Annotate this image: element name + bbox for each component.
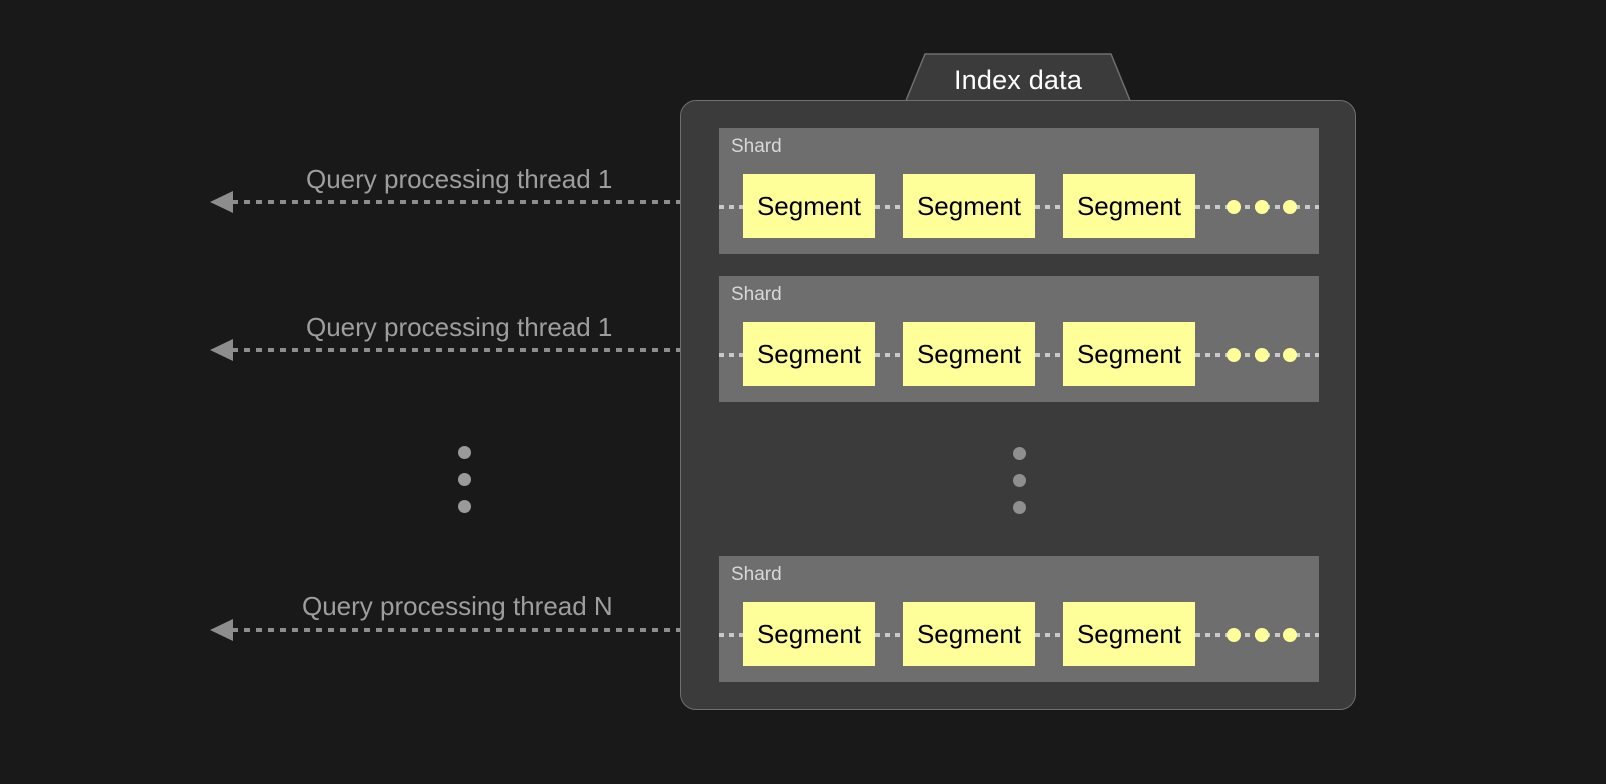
left-vertical-ellipsis [458,446,471,527]
segment-connector-dots [875,633,903,637]
shard-label-3: Shard [731,564,782,585]
thread-arrow-icon-1 [210,191,233,213]
thread-label-3: Query processing thread N [302,591,613,621]
segments-row-2: Segment Segment Segment [719,322,1319,390]
shard-box-1: Shard Segment Segment Segment [719,128,1319,254]
thread-label-1: Query processing thread 1 [306,164,613,194]
more-segments-dot [1255,348,1269,362]
more-segments-dot [1283,200,1297,214]
thread-arrow-icon-3 [210,619,233,641]
segment-box: Segment [903,602,1035,666]
segment-box: Segment [1063,602,1195,666]
thread-dotted-line-2 [232,348,732,352]
segment-connector-dots [875,205,903,209]
more-segments-dot [1283,348,1297,362]
segment-connector-dots [1035,353,1063,357]
segment-box: Segment [743,174,875,238]
more-segments-dot [1255,200,1269,214]
ellipsis-dot [1013,501,1026,514]
more-segments-dot [1283,628,1297,642]
ellipsis-dot [1013,447,1026,460]
more-segments-dot [1227,348,1241,362]
ellipsis-dot [1013,474,1026,487]
thread-dotted-line-1 [232,200,732,204]
segment-connector-dots [719,353,743,357]
index-data-tab: Index data [903,52,1133,104]
ellipsis-dot [458,473,471,486]
ellipsis-dot [458,446,471,459]
shard-box-3: Shard Segment Segment Segment [719,556,1319,682]
panel-vertical-ellipsis [1013,447,1026,528]
segment-connector-dots [1035,633,1063,637]
ellipsis-dot [458,500,471,513]
thread-arrow-icon-2 [210,339,233,361]
segments-row-3: Segment Segment Segment [719,602,1319,670]
more-segments-dot [1227,628,1241,642]
more-segments-dot [1227,200,1241,214]
segment-box: Segment [903,174,1035,238]
segment-box: Segment [743,602,875,666]
more-segments-dot [1255,628,1269,642]
index-data-title: Index data [953,64,1083,95]
shard-box-2: Shard Segment Segment Segment [719,276,1319,402]
thread-label-2: Query processing thread 1 [306,312,613,342]
segment-connector-dots [1035,205,1063,209]
segment-connector-dots [719,205,743,209]
thread-dotted-line-3 [232,628,732,632]
segment-box: Segment [1063,322,1195,386]
segment-connector-dots [719,633,743,637]
segment-box: Segment [903,322,1035,386]
shard-label-1: Shard [731,136,782,157]
segments-row-1: Segment Segment Segment [719,174,1319,242]
segment-box: Segment [1063,174,1195,238]
segment-box: Segment [743,322,875,386]
shard-label-2: Shard [731,284,782,305]
segment-connector-dots [875,353,903,357]
index-data-panel: Shard Segment Segment Segment Shard Segm… [680,100,1356,710]
